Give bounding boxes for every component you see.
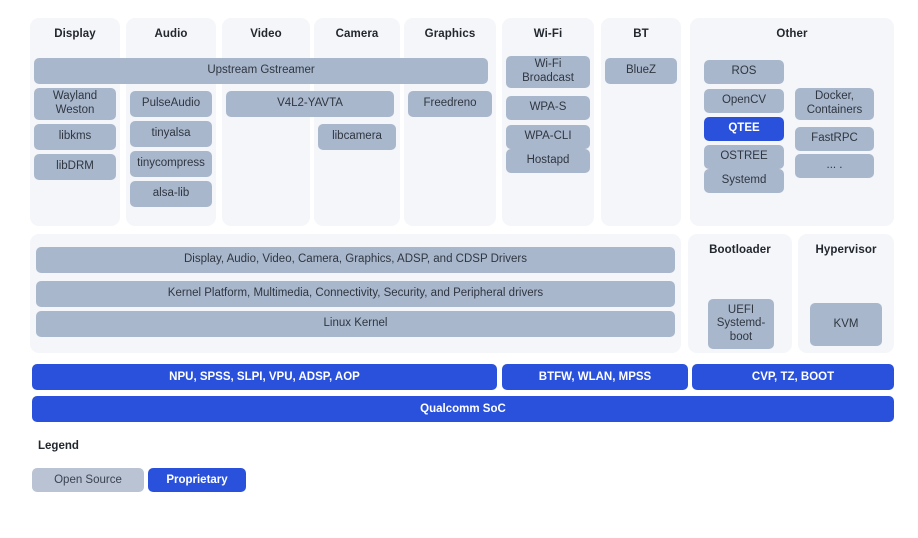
box-docker-containers[interactable]: Docker, Containers: [795, 88, 874, 120]
panel-video: Video: [222, 18, 310, 226]
legend-open-source[interactable]: Open Source: [32, 468, 144, 492]
box-fastrpc[interactable]: FastRPC: [795, 127, 874, 151]
panel-camera: Camera: [314, 18, 400, 226]
panel-wifi: Wi-Fi: [502, 18, 594, 226]
box-ostree[interactable]: OSTREE: [704, 145, 784, 169]
box-qtee[interactable]: QTEE: [704, 117, 784, 141]
panel-graphics: Graphics: [404, 18, 496, 226]
bar-cvp-tz-boot[interactable]: CVP, TZ, BOOT: [692, 364, 894, 390]
bar-kernel-platform[interactable]: Kernel Platform, Multimedia, Connectivit…: [36, 281, 675, 307]
bar-linux-kernel[interactable]: Linux Kernel: [36, 311, 675, 337]
box-alsa-lib[interactable]: alsa-lib: [130, 181, 212, 207]
panel-title-bootloader: Bootloader: [709, 244, 771, 256]
box-wayland-weston[interactable]: Wayland Weston: [34, 88, 116, 120]
legend-title: Legend: [38, 440, 79, 452]
bar-qualcomm-soc[interactable]: Qualcomm SoC: [32, 396, 894, 422]
panel-title-hypervisor: Hypervisor: [815, 244, 877, 256]
box-bluez[interactable]: BlueZ: [605, 58, 677, 84]
panel-title-bt: BT: [633, 28, 649, 40]
box-libdrm[interactable]: libDRM: [34, 154, 116, 180]
panel-bt: BT: [601, 18, 681, 226]
box-wifi-broadcast[interactable]: Wi-Fi Broadcast: [506, 56, 590, 88]
panel-title-graphics: Graphics: [424, 28, 476, 40]
box-hostapd[interactable]: Hostapd: [506, 149, 590, 173]
box-wpa-s[interactable]: WPA-S: [506, 96, 590, 120]
box-ros[interactable]: ROS: [704, 60, 784, 84]
box-uefi-systemd-boot[interactable]: UEFI Systemd- boot: [708, 299, 774, 349]
box-v4l2-yavta[interactable]: V4L2-YAVTA: [226, 91, 394, 117]
panel-title-wifi: Wi-Fi: [533, 28, 563, 40]
panel-display: Display: [30, 18, 120, 226]
box-libcamera[interactable]: libcamera: [318, 124, 396, 150]
panel-title-audio: Audio: [154, 28, 188, 40]
panel-title-display: Display: [54, 28, 96, 40]
legend-proprietary[interactable]: Proprietary: [148, 468, 246, 492]
box-wpa-cli[interactable]: WPA-CLI: [506, 125, 590, 149]
bar-npu-spss-slpi[interactable]: NPU, SPSS, SLPI, VPU, ADSP, AOP: [32, 364, 497, 390]
panel-title-video: Video: [250, 28, 282, 40]
box-libkms[interactable]: libkms: [34, 124, 116, 150]
panel-bootloader: Bootloader: [688, 234, 792, 353]
panel-title-other: Other: [776, 28, 808, 40]
panel-title-camera: Camera: [335, 28, 379, 40]
box-tinycompress[interactable]: tinycompress: [130, 151, 212, 177]
box-upstream-gstreamer[interactable]: Upstream Gstreamer: [34, 58, 488, 84]
box-pulseaudio[interactable]: PulseAudio: [130, 91, 212, 117]
bar-drivers[interactable]: Display, Audio, Video, Camera, Graphics,…: [36, 247, 675, 273]
bar-btfw-wlan-mpss[interactable]: BTFW, WLAN, MPSS: [502, 364, 688, 390]
box-freedreno[interactable]: Freedreno: [408, 91, 492, 117]
box-systemd[interactable]: Systemd: [704, 169, 784, 193]
box-kvm[interactable]: KVM: [810, 303, 882, 346]
box-tinyalsa[interactable]: tinyalsa: [130, 121, 212, 147]
box-more-items[interactable]: ... .: [795, 154, 874, 178]
box-opencv[interactable]: OpenCV: [704, 89, 784, 113]
